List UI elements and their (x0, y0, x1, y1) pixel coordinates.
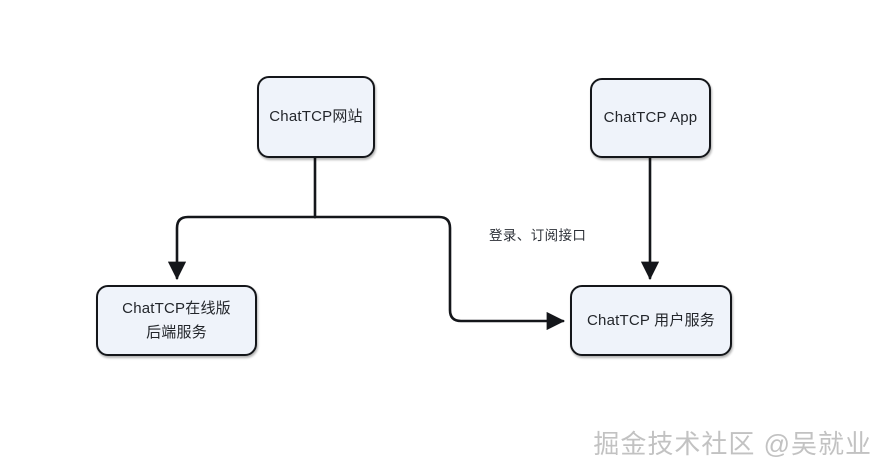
node-chattcp-online-backend-label: ChatTCP在线版 后端服务 (122, 300, 231, 341)
node-chattcp-user-service[interactable]: ChatTCP 用户服务 (570, 285, 732, 356)
node-chattcp-website[interactable]: ChatTCP网站 (257, 76, 375, 158)
node-chattcp-app[interactable]: ChatTCP App (590, 78, 711, 158)
node-chattcp-app-label: ChatTCP App (603, 109, 698, 127)
edge-label-login-subscribe: 登录、订阅接口 (489, 228, 587, 243)
watermark-text: 掘金技术社区 @吴就业 (593, 429, 872, 459)
connector-site-to-online (167, 215, 317, 280)
node-chattcp-website-label: ChatTCP网站 (269, 108, 363, 126)
node-chattcp-user-service-label: ChatTCP 用户服务 (587, 311, 715, 329)
node-chattcp-online-backend[interactable]: ChatTCP在线版 后端服务 (96, 285, 257, 356)
